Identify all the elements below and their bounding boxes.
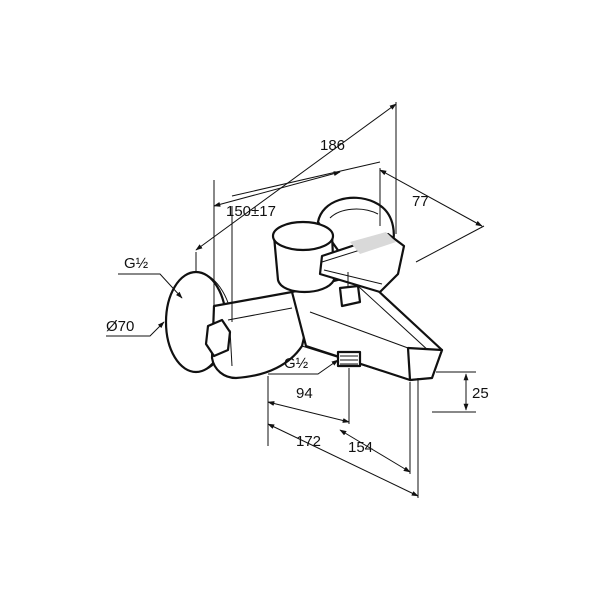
dim-line-172	[267, 423, 419, 497]
leader-outlet-thread	[268, 359, 339, 375]
dim-line-150	[213, 171, 341, 207]
dim-line-154	[339, 429, 411, 473]
leader-inlet-thread	[118, 273, 183, 299]
mixer-body-group	[164, 196, 444, 382]
label-172: 172	[296, 433, 321, 450]
dimension-labels: 186 150±17 77 G½ Ø70 G½ 94 25 172 154	[106, 137, 489, 456]
label-186: 186	[320, 137, 345, 154]
dim-line-77	[379, 169, 483, 227]
spout-outlet	[406, 346, 444, 382]
dim-line-94	[267, 401, 350, 423]
label-outlet-thread: G½	[284, 355, 309, 372]
mixer-main-body	[210, 290, 312, 380]
label-94: 94	[296, 385, 313, 402]
outlet-thread	[336, 350, 362, 368]
inlet-nut	[204, 318, 232, 358]
label-inlet-thread: G½	[124, 255, 149, 272]
label-77: 77	[412, 193, 429, 210]
cartridge-top	[271, 220, 335, 252]
label-25: 25	[472, 385, 489, 402]
label-diameter: Ø70	[106, 318, 134, 335]
dimension-lines	[106, 102, 485, 498]
diverter-knob	[338, 284, 362, 308]
leader-diameter	[106, 321, 165, 337]
label-150: 150±17	[226, 203, 276, 220]
label-154: 154	[348, 439, 373, 456]
